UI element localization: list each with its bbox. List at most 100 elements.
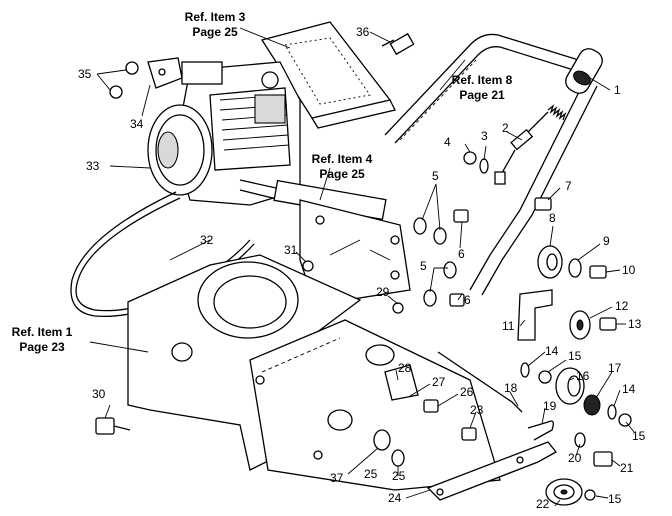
callout-31: 31 (284, 243, 298, 257)
callout-23: 23 (470, 403, 484, 417)
ref-item-8-page: Page 21 (459, 88, 505, 102)
bolt-10 (589, 265, 607, 279)
ref-item-1-page: Page 23 (19, 340, 65, 354)
callout-20: 20 (568, 451, 582, 465)
plate-28 (384, 364, 419, 401)
ref-item-4-page: Page 25 (319, 167, 365, 181)
callout-9: 9 (603, 234, 610, 248)
callout-17: 17 (608, 361, 622, 375)
callout-5a: 5 (432, 169, 439, 183)
washer-5c (443, 261, 457, 279)
callout-4: 4 (444, 135, 451, 149)
ref-item-1-label: Ref. Item 1 (12, 325, 73, 339)
washer-9 (568, 258, 582, 278)
spring-17 (583, 394, 601, 416)
callout-8: 8 (549, 211, 556, 225)
washer-5b (433, 227, 447, 245)
callout-1: 1 (614, 83, 621, 97)
roller-8 (537, 245, 563, 279)
washer-5d (423, 289, 437, 307)
callout-15c: 15 (608, 492, 622, 506)
idler-arm-24 (426, 441, 557, 501)
nut-4 (463, 151, 477, 165)
mounting-bracket-34 (147, 57, 183, 89)
ref-item-4-plate (299, 199, 411, 306)
callout-15a: 15 (568, 349, 582, 363)
callout-18: 18 (504, 381, 518, 395)
callout-21: 21 (620, 461, 634, 475)
callout-24: 24 (388, 491, 402, 505)
bolt-26 (423, 399, 439, 413)
callout-2: 2 (502, 121, 509, 135)
callout-19: 19 (543, 399, 557, 413)
callout-33: 33 (86, 159, 100, 173)
callout-14a: 14 (545, 344, 559, 358)
callout-27: 27 (432, 375, 446, 389)
bolt-13 (599, 317, 617, 331)
nut-15b (618, 413, 632, 427)
ref-item-3-page: Page 25 (192, 25, 238, 39)
washer-20 (574, 432, 586, 448)
callout-25a: 25 (392, 469, 406, 483)
side-plate (249, 319, 501, 491)
callout-6b: 6 (464, 293, 471, 307)
bolt-7 (534, 197, 552, 211)
leader-lines (89, 27, 635, 507)
nut-31 (302, 260, 314, 272)
callout-3: 3 (481, 129, 488, 143)
callout-36: 36 (356, 25, 370, 39)
hook-19 (527, 420, 554, 441)
bolt-21 (593, 451, 613, 467)
callout-13: 13 (628, 317, 642, 331)
nut-15c (584, 489, 596, 501)
bolt-30 (95, 417, 131, 435)
bolt-6b (449, 293, 465, 307)
callout-35: 35 (78, 67, 92, 81)
handle-tube (384, 33, 598, 296)
callout-6a: 6 (458, 247, 465, 261)
callout-15b: 15 (632, 429, 646, 443)
washer-25a (391, 449, 405, 467)
bracket-11 (517, 289, 553, 341)
pulley-12 (569, 310, 591, 340)
callout-5b: 5 (420, 259, 427, 273)
ref-item-3-housing (260, 21, 396, 129)
nut-35a (125, 61, 139, 75)
ref-item-3-label: Ref. Item 3 (185, 10, 246, 24)
callout-25b: 25 (364, 467, 378, 481)
callout-26: 26 (460, 385, 474, 399)
nut-29 (392, 302, 404, 314)
callout-11: 11 (502, 319, 515, 333)
callout-28: 28 (398, 361, 412, 375)
callout-16: 16 (576, 369, 590, 383)
callout-29: 29 (376, 285, 390, 299)
ref-item-4-label: Ref. Item 4 (312, 152, 373, 166)
callout-14b: 14 (622, 382, 636, 396)
callout-30: 30 (92, 387, 106, 401)
nut-35b (109, 85, 123, 99)
callout-22: 22 (536, 497, 550, 511)
nut-15a (538, 370, 552, 384)
washer-14b (607, 404, 617, 420)
idler-16 (555, 367, 585, 405)
pulley-22 (545, 478, 583, 506)
handle-grip (565, 48, 603, 94)
ref-item-8-label: Ref. Item 8 (452, 73, 513, 87)
control-cable-spring (494, 104, 567, 185)
callout-7: 7 (565, 179, 572, 193)
washer-3 (479, 158, 489, 174)
washer-14a (520, 362, 530, 378)
bolt-23 (461, 427, 477, 441)
callout-12: 12 (615, 299, 629, 313)
callout-32: 32 (200, 233, 214, 247)
callout-10: 10 (622, 263, 636, 277)
bolt-6a (453, 209, 469, 223)
callout-34: 34 (130, 117, 144, 131)
link-arm-18 (437, 351, 523, 413)
callout-37: 37 (330, 471, 344, 485)
engine-pulley (147, 104, 213, 196)
washer-5a (413, 217, 427, 235)
bolt-36 (381, 32, 415, 56)
